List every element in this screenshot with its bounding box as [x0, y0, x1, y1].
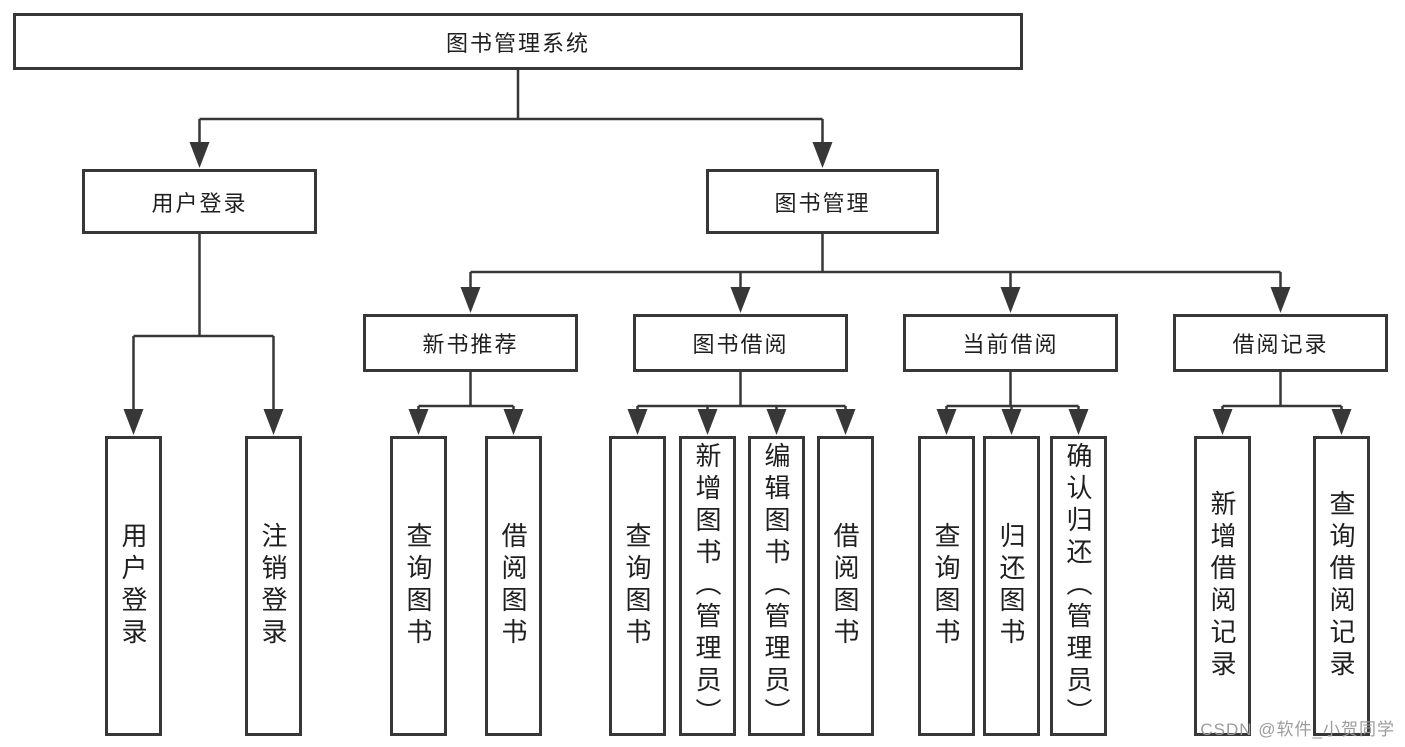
arrowhead: [189, 142, 210, 168]
node-label: 查询借阅记录: [1326, 490, 1356, 682]
node-label: 查询图书: [403, 522, 433, 650]
leaf-query-books-2: 查询图书: [609, 436, 666, 736]
csdn-watermark: CSDN @软件_小贺同学: [1200, 720, 1395, 739]
node-label: 图书管理系统: [445, 30, 590, 56]
arrowhead: [730, 287, 751, 313]
node-current-borrowing: 当前借阅: [903, 314, 1118, 372]
node-label: 图书管理: [774, 190, 871, 216]
node-label: 查询图书: [622, 522, 652, 650]
arrowhead: [1270, 287, 1291, 313]
leaf-add-book-admin: 新增图书（管理员）: [679, 436, 736, 736]
leaf-logout: 注销登录: [245, 436, 302, 736]
leaf-return-book: 归还图书: [983, 436, 1040, 736]
arrowhead: [1212, 409, 1233, 435]
connector-borrow-records-to-leaves: [1212, 372, 1352, 435]
node-label: 借阅记录: [1232, 332, 1329, 357]
arrowhead: [408, 409, 429, 435]
connector-book-mgmt-to-level3: [460, 234, 1291, 313]
leaf-add-borrow-record: 新增借阅记录: [1194, 436, 1251, 736]
arrowhead: [460, 287, 481, 313]
node-book-management: 图书管理: [706, 169, 939, 234]
node-label: 注销登录: [258, 522, 288, 650]
node-label: 当前借阅: [962, 332, 1059, 357]
node-label: 用户登录: [151, 190, 248, 216]
node-label: 图书借阅: [692, 332, 789, 357]
node-label: 借阅图书: [830, 522, 860, 650]
leaf-edit-book-admin: 编辑图书（管理员）: [748, 436, 805, 736]
arrowhead: [936, 409, 957, 435]
node-new-book-recommendation: 新书推荐: [363, 314, 578, 372]
node-borrowing-records: 借阅记录: [1173, 314, 1388, 372]
node-user-login: 用户登录: [82, 169, 317, 234]
leaf-confirm-return-admin: 确认归还（管理员）: [1050, 436, 1107, 736]
leaf-query-books-1: 查询图书: [390, 436, 447, 736]
node-label: 编辑图书（管理员）: [761, 442, 791, 730]
node-label: 查询图书: [931, 522, 961, 650]
arrowhead: [1068, 409, 1089, 435]
node-label: 确认归还（管理员）: [1063, 442, 1093, 730]
node-label: 新书推荐: [422, 332, 519, 357]
arrowhead: [1001, 409, 1022, 435]
arrowhead: [503, 409, 524, 435]
arrowhead: [1000, 287, 1021, 313]
connector-user-login-to-leaves: [123, 234, 284, 435]
leaf-user-login: 用户登录: [105, 436, 162, 736]
node-label: 新增借阅记录: [1207, 490, 1237, 682]
connector-current-borrow-to-leaves: [936, 372, 1089, 435]
node-label: 新增图书（管理员）: [692, 442, 722, 730]
arrowhead: [812, 142, 833, 168]
node-label: 借阅图书: [498, 522, 528, 650]
node-root-system: 图书管理系统: [13, 13, 1023, 70]
node-book-borrowing: 图书借阅: [633, 314, 848, 372]
connector-new-book-rec-to-leaves: [408, 372, 524, 435]
arrowhead: [627, 409, 648, 435]
node-label: 归还图书: [996, 522, 1026, 650]
arrowhead: [1331, 409, 1352, 435]
connector-book-borrow-to-leaves: [627, 372, 856, 435]
arrowhead: [697, 409, 718, 435]
arrowhead: [123, 409, 144, 435]
arrowhead: [835, 409, 856, 435]
arrowhead: [766, 409, 787, 435]
leaf-borrow-books-2: 借阅图书: [817, 436, 874, 736]
arrowhead: [263, 409, 284, 435]
node-label: 用户登录: [118, 522, 148, 650]
leaf-query-books-3: 查询图书: [918, 436, 975, 736]
leaf-query-borrow-record: 查询借阅记录: [1313, 436, 1370, 736]
leaf-borrow-books-1: 借阅图书: [485, 436, 542, 736]
connector-root-to-level2: [189, 70, 833, 168]
